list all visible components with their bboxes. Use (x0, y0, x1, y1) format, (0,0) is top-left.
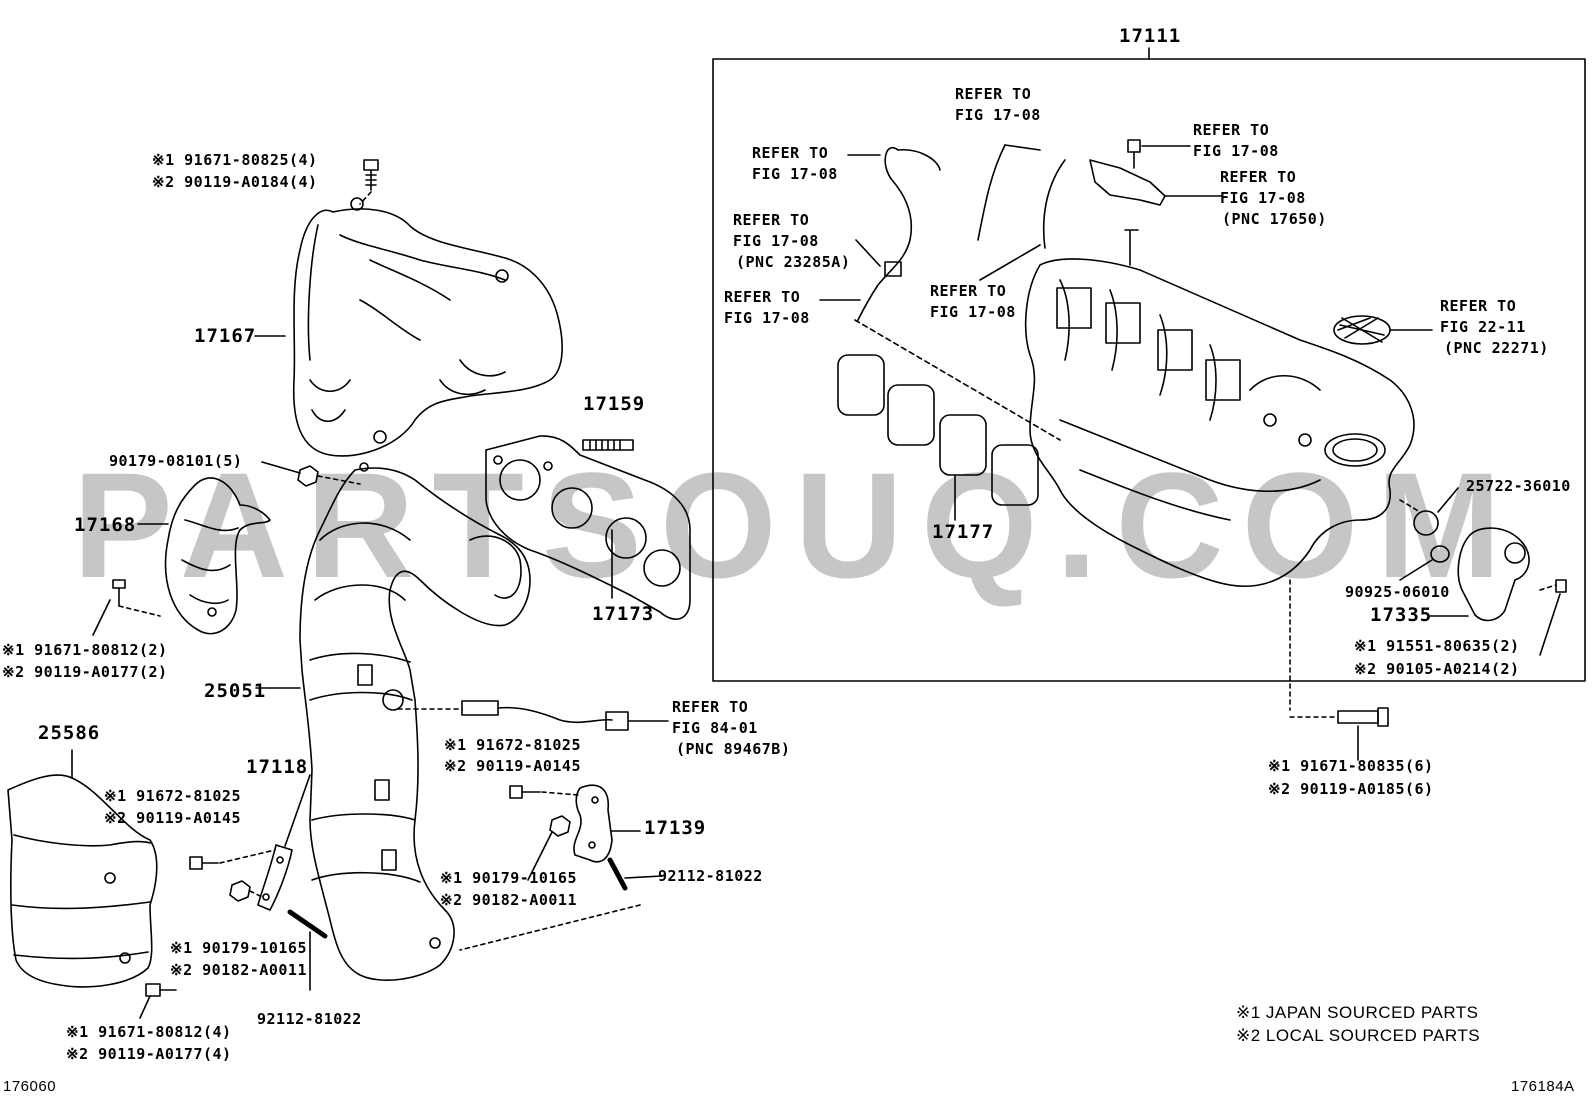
nut-icon (261, 461, 361, 487)
nut-label[interactable]: ※2 90182-A0011 (440, 891, 577, 909)
part-label-25586[interactable]: 25586 (38, 722, 101, 744)
bolt-label[interactable]: ※1 91671-80812(2) (2, 641, 168, 659)
part-label-25722[interactable]: 25722-36010 (1466, 477, 1571, 495)
bolt-icon (1539, 579, 1567, 656)
part-label-25051[interactable]: 25051 (204, 680, 267, 702)
bolt-icon (189, 849, 276, 870)
bolt-label[interactable]: ※1 91551-80635(2) (1354, 637, 1520, 655)
nut-icon (527, 815, 571, 881)
heat-insulator-17167-part[interactable] (254, 197, 563, 457)
legend-line: ※1 JAPAN SOURCED PARTS (1236, 1003, 1479, 1022)
part-label-17173[interactable]: 17173 (592, 603, 655, 625)
refer-label[interactable]: FIG 17-08 (1193, 142, 1279, 160)
intake-manifold-frame (712, 47, 1586, 682)
bolt-label[interactable]: ※1 91671-80835(6) (1268, 757, 1434, 775)
nut-label[interactable]: ※1 90179-10165 (440, 869, 577, 887)
heat-insulator-17168-part[interactable] (137, 477, 271, 635)
stud-17159-part[interactable] (582, 439, 634, 451)
refer-label[interactable]: (PNC 23285A) (736, 253, 851, 271)
bolt-label[interactable]: ※2 90119-A0177(4) (66, 1045, 232, 1063)
filter-mesh-part[interactable] (1333, 315, 1433, 345)
oxygen-sensor-part[interactable] (397, 700, 669, 731)
part-label-90179[interactable]: 90179-08101(5) (109, 452, 243, 470)
heat-insulator-25586-part[interactable] (7, 749, 158, 988)
bolt-label[interactable]: ※2 90119-A0145 (104, 809, 241, 827)
figure-code-left: 176060 (3, 1078, 57, 1095)
exhaust-manifold-25051-part[interactable] (255, 462, 531, 981)
refer-label[interactable]: REFER TO (955, 85, 1032, 103)
bolt-label[interactable]: ※1 91671-80825(4) (152, 151, 318, 169)
refer-label[interactable]: FIG 22-11 (1440, 318, 1526, 336)
bolt-label[interactable]: ※2 90119-A0177(2) (2, 663, 168, 681)
gasket-17177-part[interactable] (837, 319, 1061, 521)
bolt-label[interactable]: ※1 91672-81025 (104, 787, 241, 805)
refer-label[interactable]: (PNC 22271) (1444, 339, 1549, 357)
refer-label[interactable]: REFER TO (672, 698, 749, 716)
bolt-icon (92, 579, 161, 636)
part-label-17167[interactable]: 17167 (194, 325, 257, 347)
figure-code-right: 176184A (1511, 1078, 1575, 1095)
refer-label[interactable]: REFER TO (1193, 121, 1270, 139)
refer-label[interactable]: FIG 17-08 (733, 232, 819, 250)
part-label-17177[interactable]: 17177 (932, 521, 995, 543)
part-label-17118[interactable]: 17118 (246, 756, 309, 778)
bolt-icon (1289, 707, 1389, 761)
part-label-17335[interactable]: 17335 (1370, 604, 1433, 626)
part-label-17139[interactable]: 17139 (644, 817, 707, 839)
refer-label[interactable]: FIG 17-08 (724, 309, 810, 327)
bolt-label[interactable]: ※2 90119-A0184(4) (152, 173, 318, 191)
refer-label[interactable]: FIG 84-01 (672, 719, 758, 737)
stud-label[interactable]: 92112-81022 (658, 867, 763, 885)
bolt-label[interactable]: ※2 90119-A0145 (444, 757, 581, 775)
refer-label[interactable]: FIG 17-08 (1220, 189, 1306, 207)
refer-label[interactable]: REFER TO (752, 144, 829, 162)
refer-label[interactable]: REFER TO (930, 282, 1007, 300)
bolt-icon (139, 983, 177, 1019)
refer-label[interactable]: FIG 17-08 (930, 303, 1016, 321)
refer-label[interactable]: FIG 17-08 (955, 106, 1041, 124)
bolt-icon (509, 785, 579, 799)
refer-label[interactable]: REFER TO (733, 211, 810, 229)
o-ring-part[interactable] (1399, 487, 1459, 536)
grommet-part[interactable] (1399, 545, 1450, 581)
stud-icon (287, 909, 328, 991)
nut-label[interactable]: ※1 90179-10165 (170, 939, 307, 957)
bolt-label[interactable]: ※1 91672-81025 (444, 736, 581, 754)
intake-manifold-17111-part[interactable] (1024, 229, 1415, 711)
frame-label-17111[interactable]: 17111 (1119, 25, 1182, 47)
hose-parts (819, 144, 1066, 321)
gasket-17173-part[interactable] (485, 435, 691, 620)
legend-line: ※2 LOCAL SOURCED PARTS (1236, 1026, 1481, 1045)
refer-label[interactable]: (PNC 17650) (1222, 210, 1327, 228)
bolt-label[interactable]: ※2 90105-A0214(2) (1354, 660, 1520, 678)
bolt-icon (359, 159, 379, 205)
bracket-17118-part[interactable] (257, 774, 311, 911)
part-label-17168[interactable]: 17168 (74, 514, 137, 536)
refer-label[interactable]: REFER TO (1440, 297, 1517, 315)
nut-label[interactable]: ※2 90182-A0011 (170, 961, 307, 979)
throttle-17335-part[interactable] (1429, 527, 1530, 622)
stud-icon (459, 857, 663, 951)
stud-label[interactable]: 92112-81022 (257, 1010, 362, 1028)
part-label-17159[interactable]: 17159 (583, 393, 646, 415)
vsv-bracket-part[interactable] (1089, 139, 1223, 206)
refer-label[interactable]: (PNC 89467B) (676, 740, 791, 758)
bracket-17139-part[interactable] (573, 784, 641, 863)
refer-label[interactable]: REFER TO (724, 288, 801, 306)
bolt-label[interactable]: ※2 90119-A0185(6) (1268, 780, 1434, 798)
nut-icon (229, 880, 263, 902)
refer-label[interactable]: FIG 17-08 (752, 165, 838, 183)
refer-label[interactable]: REFER TO (1220, 168, 1297, 186)
part-label-90925[interactable]: 90925-06010 (1345, 583, 1450, 601)
bolt-label[interactable]: ※1 91671-80812(4) (66, 1023, 232, 1041)
